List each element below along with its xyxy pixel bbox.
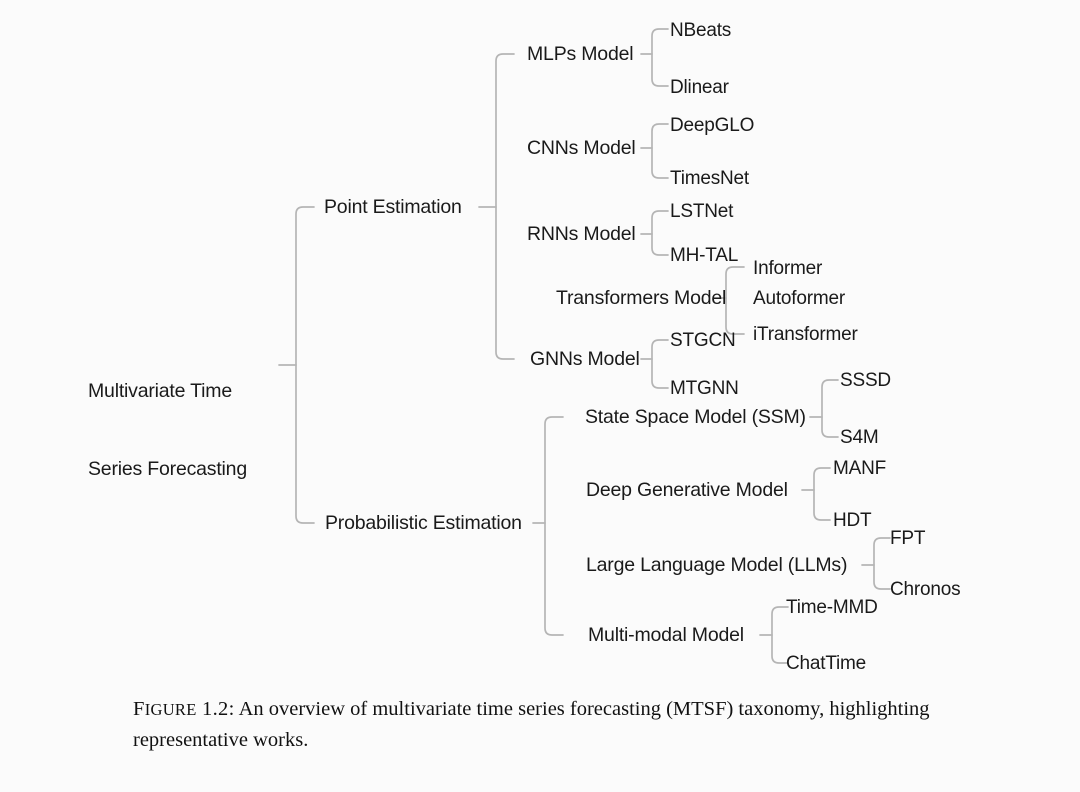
leaf-chattime: ChatTime <box>786 653 867 674</box>
edge-ssm-bracket <box>821 379 839 438</box>
figure-caption-label: FIGURE 1.2: <box>133 698 235 720</box>
node-transformers-model: Transformers Model <box>556 287 727 309</box>
node-cnns-model: CNNs Model <box>527 137 636 159</box>
leaf-hdt: HDT <box>833 510 872 531</box>
edge-cnns-bracket <box>651 123 669 179</box>
leaf-informer: Informer <box>753 258 823 279</box>
leaf-lstnet: LSTNet <box>670 201 734 222</box>
node-state-space-model: State Space Model (SSM) <box>585 406 806 428</box>
edge-dgm-bracket <box>813 467 831 521</box>
leaf-mh-tal: MH-TAL <box>670 245 739 266</box>
edge-point-bracket <box>495 53 515 360</box>
edge-llm-bracket <box>873 537 891 590</box>
node-root-line2: Series Forecasting <box>88 458 247 480</box>
leaf-deepglo: DeepGLO <box>670 115 755 136</box>
leaf-sssd: SSSD <box>840 370 891 391</box>
leaf-stgcn: STGCN <box>670 330 736 351</box>
node-multi-modal-model: Multi-modal Model <box>588 624 744 646</box>
leaf-time-mmd: Time-MMD <box>786 597 878 618</box>
node-root: Multivariate Time Series Forecasting <box>88 326 247 534</box>
leaf-manf: MANF <box>833 458 887 479</box>
leaf-timesnet: TimesNet <box>670 168 749 189</box>
node-probabilistic-estimation: Probabilistic Estimation <box>325 512 522 534</box>
edge-rnns-bracket <box>651 210 669 256</box>
leaf-chronos: Chronos <box>890 579 961 600</box>
edge-mlps-bracket <box>651 28 669 87</box>
node-mlps-model: MLPs Model <box>527 43 634 65</box>
leaf-mtgnn: MTGNN <box>670 378 739 399</box>
node-point-estimation: Point Estimation <box>324 196 462 218</box>
node-deep-generative-model: Deep Generative Model <box>586 479 788 501</box>
leaf-dlinear: Dlinear <box>670 77 729 98</box>
edge-gnns-bracket <box>651 339 669 389</box>
node-root-line1: Multivariate Time <box>88 380 232 402</box>
leaf-s4m: S4M <box>840 427 879 448</box>
figure-caption-text: An overview of multivariate time series … <box>133 698 930 751</box>
node-rnns-model: RNNs Model <box>527 223 636 245</box>
edge-prob-bracket <box>544 416 564 636</box>
leaf-fpt: FPT <box>890 528 926 549</box>
edge-mmm-bracket <box>771 606 789 664</box>
leaf-nbeats: NBeats <box>670 20 732 41</box>
edge-transformers-bracket <box>725 266 745 335</box>
edge-root-bracket <box>295 206 315 524</box>
node-large-language-model: Large Language Model (LLMs) <box>586 554 848 576</box>
node-gnns-model: GNNs Model <box>530 348 640 370</box>
figure-caption: FIGURE 1.2: An overview of multivariate … <box>133 694 953 755</box>
leaf-autoformer: Autoformer <box>753 288 845 309</box>
tree-connector-lines <box>278 28 891 664</box>
leaf-itransformer: iTransformer <box>753 324 858 345</box>
